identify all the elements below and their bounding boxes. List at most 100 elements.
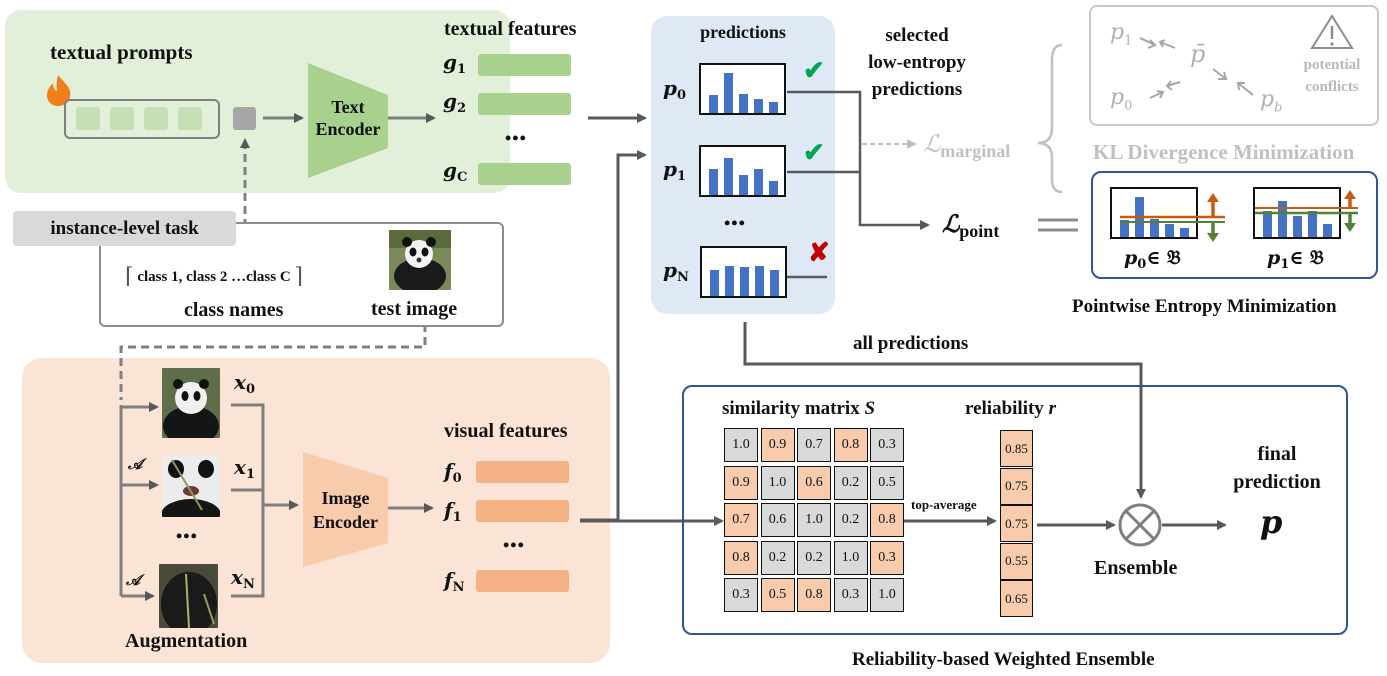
- histogram-bar: [1150, 219, 1159, 237]
- matrix-cell: 0.8: [833, 428, 868, 462]
- class-list: ⌈ class 1, class 2 …class C ⌉: [125, 263, 304, 288]
- histogram-bar: [770, 270, 779, 296]
- view-x1-label: x1: [234, 455, 255, 482]
- histogram-bar: [709, 95, 718, 113]
- histogram-bar: [1165, 224, 1174, 237]
- pred-p1-label: p1: [663, 157, 687, 184]
- feature-g2-label: g2: [443, 89, 467, 116]
- pointwise-title: Pointwise Entropy Minimization: [1072, 296, 1337, 317]
- matrix-cell: 0.3: [870, 428, 904, 462]
- histogram-bar: [754, 169, 763, 195]
- histogram-bar: [1308, 211, 1317, 237]
- histogram-bar: [724, 158, 733, 195]
- histogram-bar: [1263, 211, 1272, 237]
- kl-p0: p0: [1110, 85, 1133, 114]
- instance-level-task-tag: instance-level task: [13, 211, 236, 246]
- histogram-bar: [739, 175, 748, 195]
- histogram-bar: [710, 270, 719, 296]
- feature-fN-label: fN: [444, 568, 465, 595]
- matrix-cell: 0.7: [724, 503, 758, 537]
- pred-histogram-pN: [700, 246, 787, 298]
- matrix-cell: 0.8: [797, 578, 831, 612]
- augmented-view-xN: [159, 564, 218, 628]
- entropy-threshold-lines: [1120, 190, 1358, 242]
- matrix-cell: 0.9: [760, 428, 795, 462]
- ensemble-title: Reliability-based Weighted Ensemble: [852, 649, 1155, 670]
- feature-gc-label: gC: [443, 158, 468, 185]
- ellipsis: •••: [505, 128, 527, 148]
- ensemble-label: Ensemble: [1094, 557, 1178, 579]
- kl-pbar: p̄: [1190, 40, 1206, 68]
- arrow-all-predictions: [743, 322, 1146, 499]
- prompt-tokens-box: [64, 99, 220, 139]
- histogram-bar: [1120, 220, 1129, 237]
- view-x0-label: x0: [234, 370, 255, 397]
- histogram-bar: [1180, 228, 1189, 237]
- cross-icon: ✘: [808, 238, 830, 267]
- final-prediction-label: final prediction: [1233, 443, 1321, 493]
- visual-features-label: visual features: [444, 420, 568, 442]
- augmentation-label: Augmentation: [125, 630, 248, 652]
- matrix-cell: 0.5: [760, 578, 795, 612]
- histogram-bar: [769, 181, 778, 195]
- final-prediction-symbol: p: [1260, 503, 1283, 541]
- test-image-label: test image: [371, 298, 458, 320]
- reliability-cell: 0.65: [1000, 580, 1033, 617]
- visual-feature-bar: [476, 461, 569, 483]
- image-encoder-shape: [303, 452, 388, 567]
- augmentation-symbol: 𝒜: [126, 573, 141, 589]
- reliability-cell: 0.75: [1000, 467, 1033, 505]
- textual-prompts-label: textual prompts: [50, 40, 193, 64]
- histogram-bar: [755, 266, 764, 296]
- check-icon: ✔: [803, 138, 825, 167]
- matrix-cell: 0.2: [833, 465, 868, 500]
- similarity-matrix-label: similarity matrix S: [722, 398, 876, 419]
- ensemble-box: [682, 385, 1348, 635]
- kl-pb: pb: [1260, 87, 1283, 116]
- warning-icon: [1310, 14, 1354, 49]
- histogram-bar: [709, 169, 718, 195]
- arrow-selected-to-lpoint: [787, 90, 930, 230]
- curly-brace: [1037, 43, 1063, 194]
- kl-p1: p1: [1110, 20, 1133, 49]
- matrix-cell: 0.9: [724, 465, 758, 500]
- histogram-bar: [725, 266, 734, 296]
- matrix-cell: 0.3: [833, 578, 868, 612]
- pointwise-box: [1091, 171, 1378, 279]
- matrix-cell: 0.8: [870, 503, 904, 537]
- visual-feature-bar: [476, 570, 569, 592]
- selected-predictions-label: selected low-entropy predictions: [868, 25, 966, 100]
- pred-histogram-p1: [699, 145, 786, 197]
- matrix-cell: 1.0: [833, 540, 868, 575]
- matrix-cell: 0.2: [760, 540, 795, 575]
- matrix-cell: 0.2: [833, 503, 868, 537]
- reliability-cell: 0.85: [1000, 430, 1033, 467]
- histogram-bar: [1323, 224, 1332, 237]
- class-token: [233, 107, 256, 130]
- feature-f1-label: f1: [444, 498, 462, 525]
- histogram-bar: [1293, 216, 1302, 237]
- pointwise-p1-label: p1∈ 𝔅: [1267, 247, 1324, 272]
- ellipsis: •••: [724, 213, 746, 233]
- check-icon: ✔: [803, 56, 825, 85]
- l-point: ℒpoint: [942, 212, 1000, 241]
- reliability-cell: 0.55: [1000, 542, 1033, 580]
- test-image: [389, 230, 451, 290]
- text-encoder-shape: [308, 63, 388, 178]
- augmented-view-x0: [162, 368, 220, 438]
- kl-arrows: [1139, 37, 1254, 99]
- augmented-view-x1: [162, 455, 220, 517]
- prompt-token: [144, 107, 168, 130]
- histogram-bar: [769, 102, 778, 113]
- textual-features-label: textual features: [444, 18, 577, 40]
- matrix-cell: 0.8: [724, 540, 758, 575]
- dashed-test-image-to-aug: [119, 324, 427, 400]
- pred-pN-label: pN: [663, 258, 689, 285]
- matrix-cell: 1.0: [760, 465, 795, 500]
- matrix-cell: 1.0: [870, 578, 904, 612]
- pointwise-hist-p0: [1110, 187, 1198, 239]
- matrix-cell: 0.6: [797, 465, 831, 500]
- kl-divergence-title: KL Divergence Minimization: [1093, 140, 1355, 164]
